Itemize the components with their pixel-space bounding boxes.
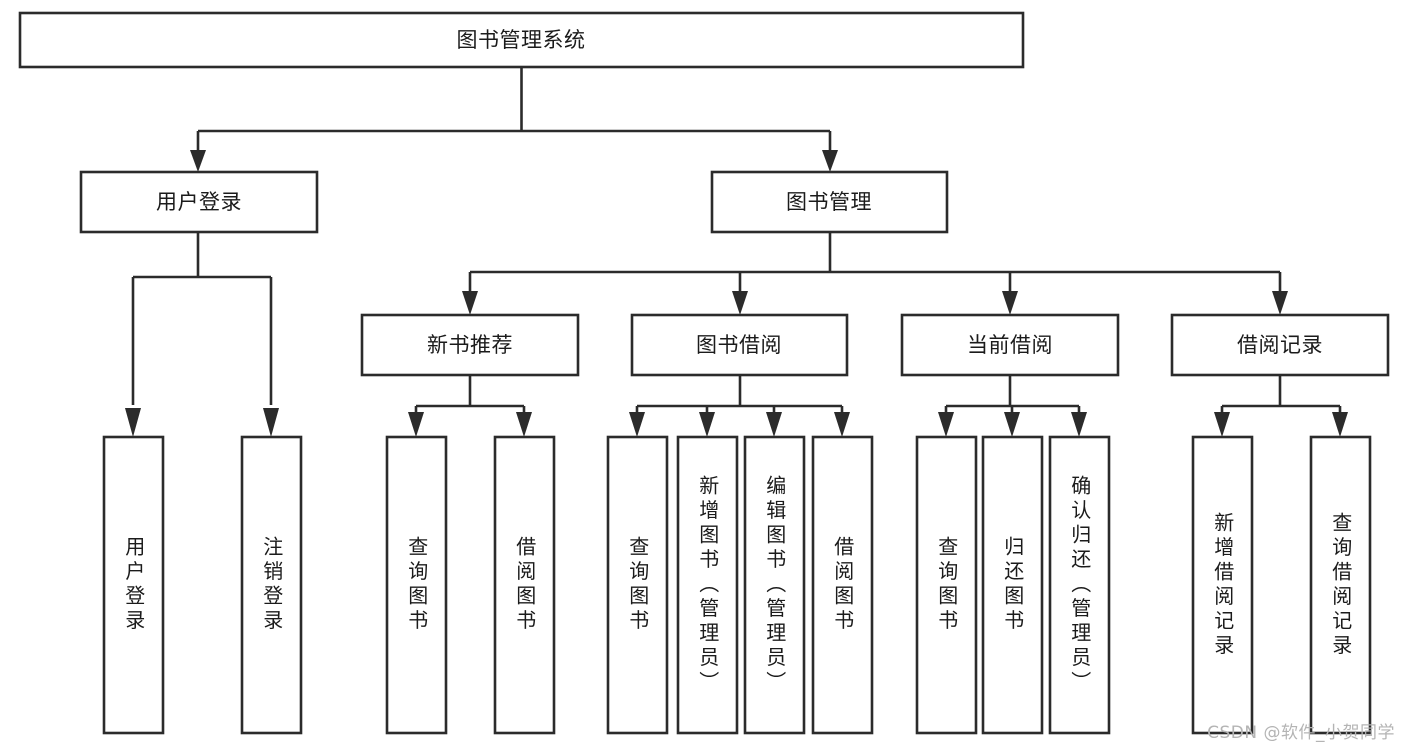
arrowhead-bookborrow-leaf-2 (699, 412, 715, 437)
leaf-record-add-box[interactable] (1191, 435, 1254, 735)
leaf-bookborrow-lend-box[interactable] (811, 435, 874, 735)
leaf-newbook-borrow-box[interactable] (493, 435, 556, 735)
leaf-currentborrow-query-box[interactable] (915, 435, 978, 735)
arrowhead-borrowrecord-leaf-1 (1214, 412, 1230, 437)
node-user-login-box[interactable] (79, 170, 319, 234)
node-new-book-recommend-box[interactable] (360, 313, 580, 377)
arrowhead-currentborrow-leaf-3 (1071, 412, 1087, 437)
node-borrow-record-label: 借阅记录 (1237, 333, 1323, 357)
leaf-user-login-box[interactable] (102, 435, 165, 735)
leaf-record-query-box[interactable] (1309, 435, 1372, 735)
arrowhead-newbook-leaf-1 (408, 412, 424, 437)
leaf-newbook-query-box[interactable] (385, 435, 448, 735)
arrowhead-newbook (462, 291, 478, 315)
node-current-borrow-label: 当前借阅 (967, 333, 1053, 357)
node-book-manage-label: 图书管理 (786, 190, 872, 214)
arrowhead-leaf-user-login (125, 408, 141, 437)
leaf-logout-box[interactable] (240, 435, 303, 735)
node-book-borrow-label: 图书借阅 (696, 333, 782, 357)
node-current-borrow-box[interactable] (900, 313, 1120, 377)
node-book-borrow-box[interactable] (630, 313, 849, 377)
node-layer (18, 11, 1390, 735)
node-root-label: 图书管理系统 (457, 28, 586, 52)
arrowhead-newbook-leaf-2 (516, 412, 532, 437)
label-layer: 图书管理系统 用户登录 图书管理 新书推荐 图书借阅 当前借阅 借阅记录 (156, 28, 1323, 357)
arrowhead-user-login (190, 150, 206, 172)
node-book-manage-box[interactable] (710, 170, 949, 234)
arrowhead-borrowrecord (1272, 291, 1288, 315)
arrowhead-bookborrow-leaf-1 (629, 412, 645, 437)
arrowhead-currentborrow (1002, 291, 1018, 315)
leaf-bookborrow-add-box[interactable] (676, 435, 739, 735)
leaf-currentborrow-return-box[interactable] (981, 435, 1044, 735)
node-borrow-record-box[interactable] (1170, 313, 1390, 377)
node-new-book-recommend-label: 新书推荐 (427, 333, 513, 357)
connector-layer (125, 67, 1348, 437)
leaf-bookborrow-query-box[interactable] (606, 435, 669, 735)
csdn-watermark: CSDN @软件_小贺同学 (1207, 723, 1395, 743)
node-user-login-label: 用户登录 (156, 190, 242, 214)
arrowhead-bookborrow (732, 291, 748, 315)
arrowhead-bookborrow-leaf-3 (766, 412, 782, 437)
leaf-bookborrow-edit-box[interactable] (743, 435, 806, 735)
arrowhead-currentborrow-leaf-1 (938, 412, 954, 437)
arrowhead-currentborrow-leaf-2 (1004, 412, 1020, 437)
arrowhead-leaf-logout (263, 408, 279, 437)
arrowhead-book-manage (822, 150, 838, 172)
node-root-box[interactable] (18, 11, 1025, 69)
arrowhead-bookborrow-leaf-4 (834, 412, 850, 437)
leaf-currentborrow-confirm-box[interactable] (1048, 435, 1111, 735)
arrowhead-borrowrecord-leaf-2 (1332, 412, 1348, 437)
